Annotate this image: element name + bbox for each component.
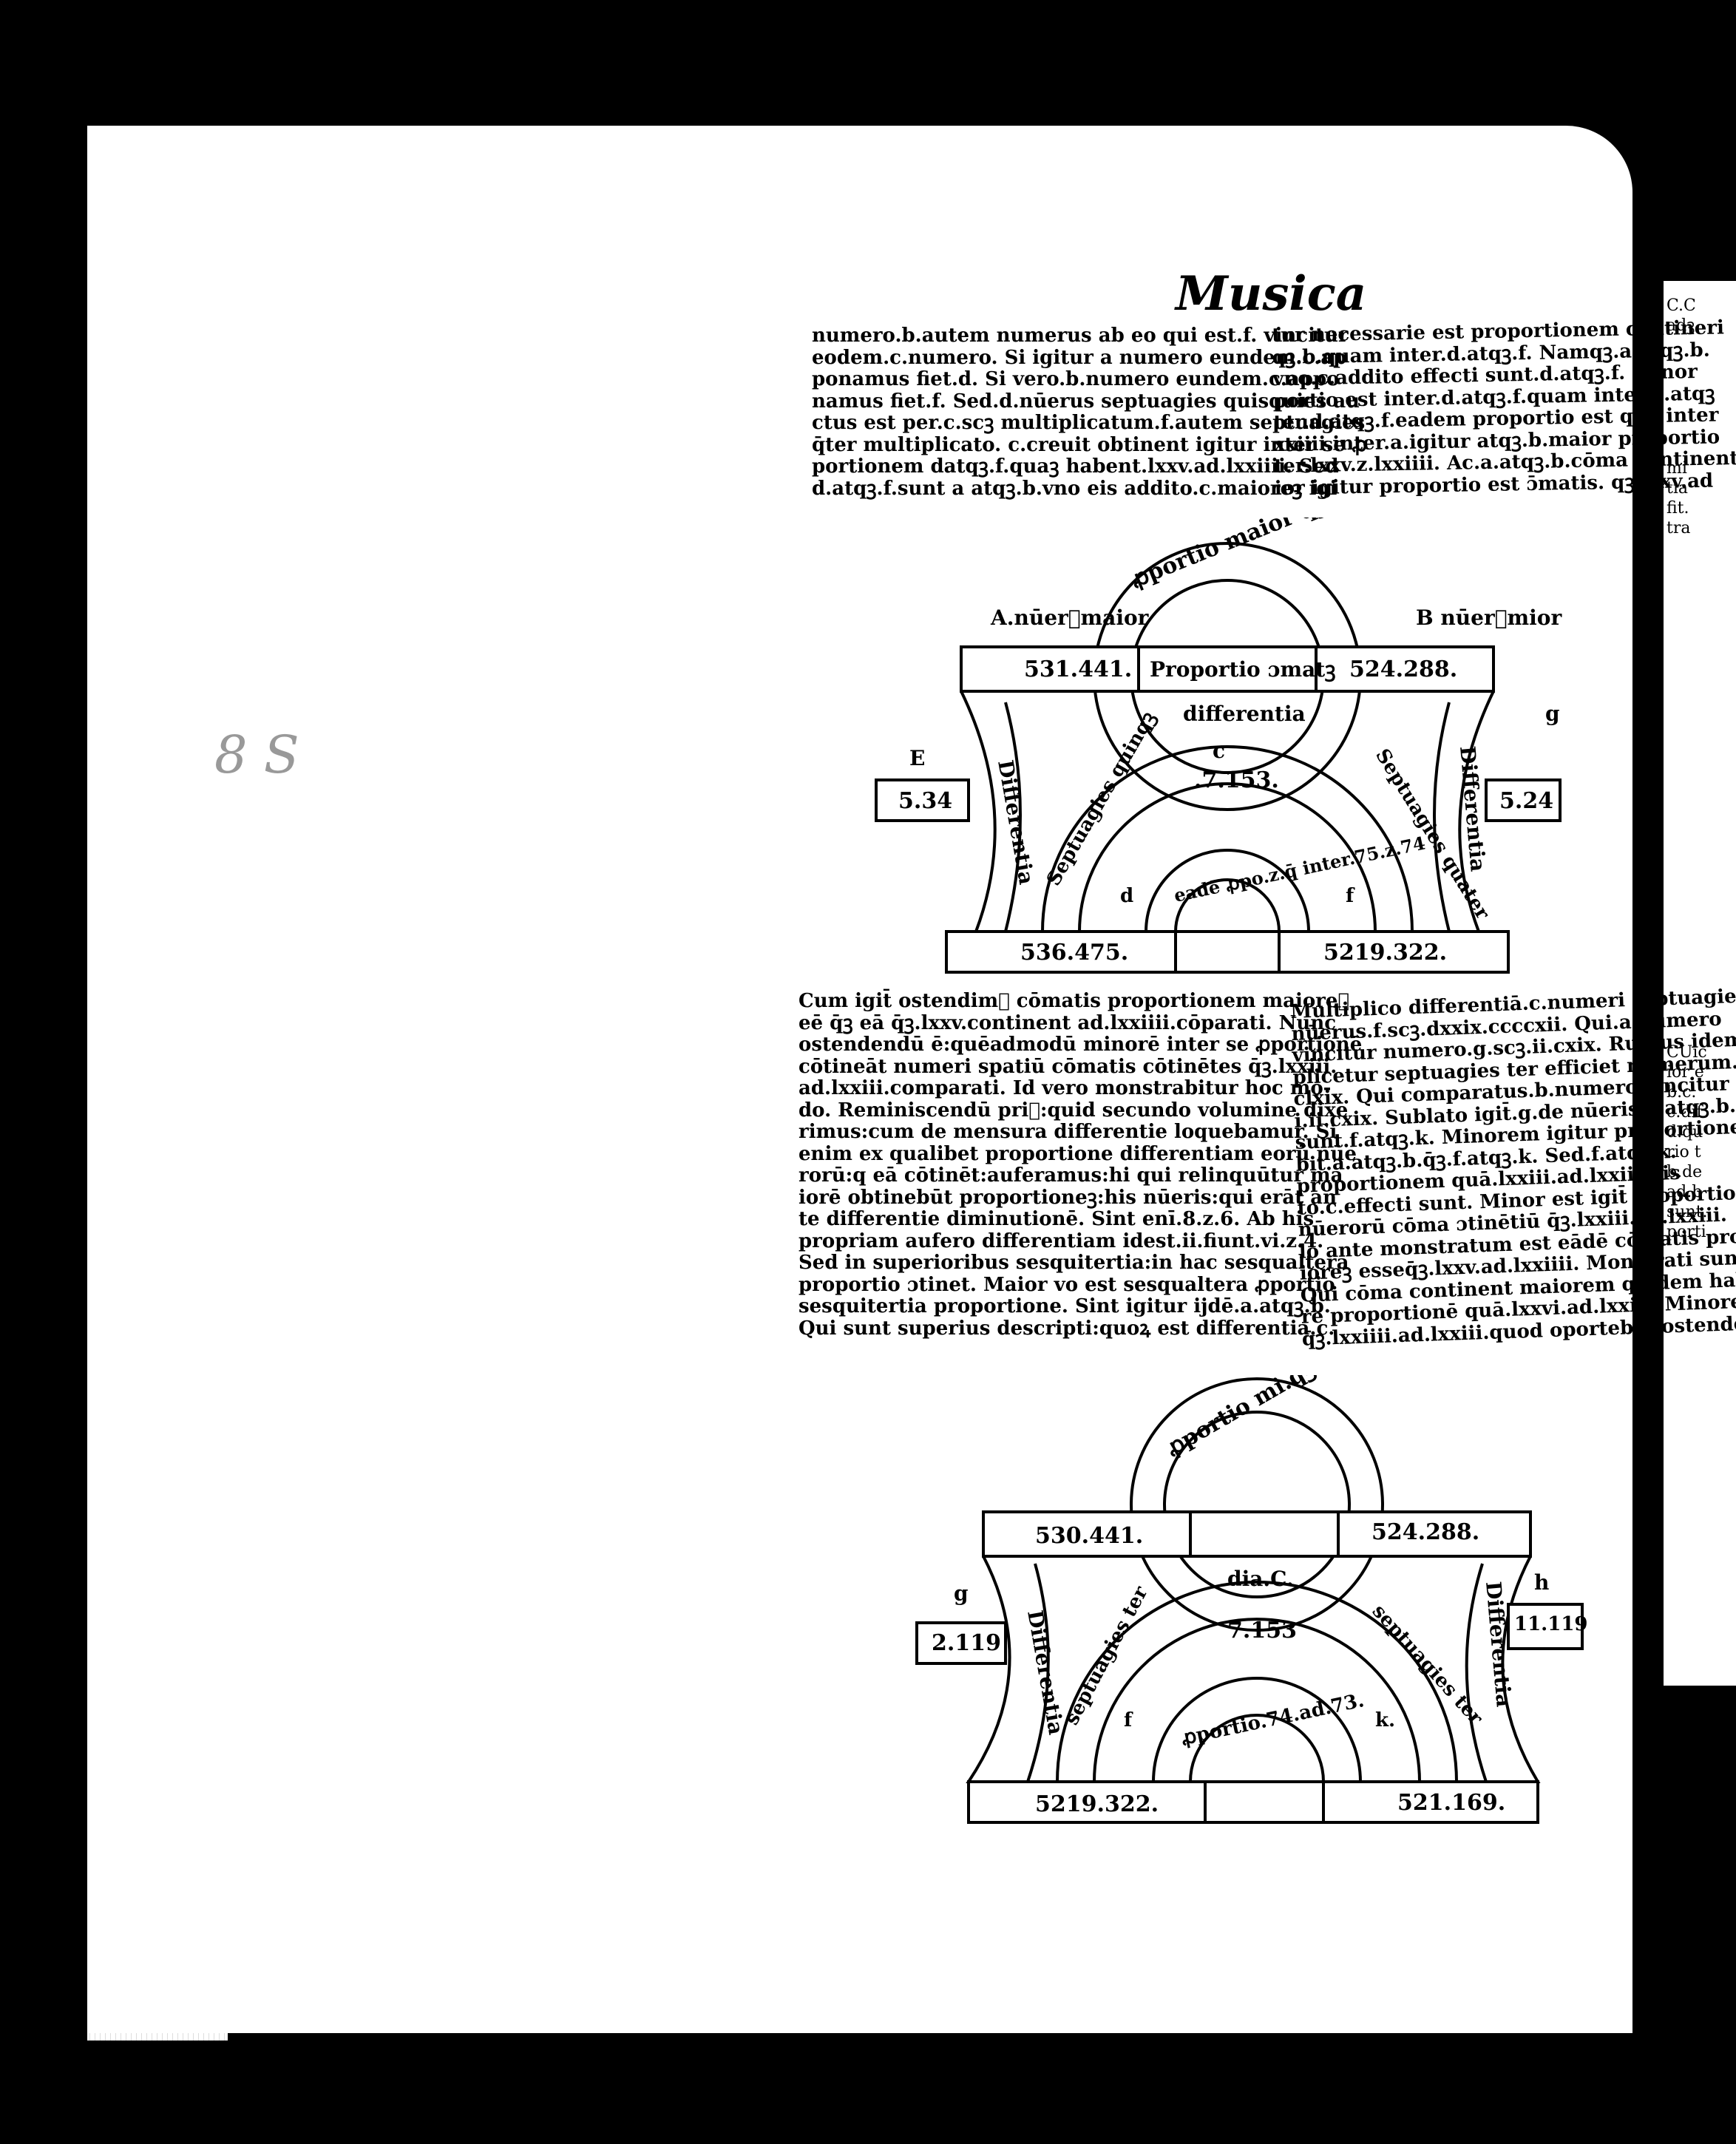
text-line: numero.b.autem numerus ab eo qui est.f. …: [812, 325, 1349, 347]
right-side-value: 11.119: [1514, 1613, 1588, 1635]
text-line: q̄ter multiplicato. c.creuit obtinent ig…: [812, 433, 1367, 456]
text-line: portionem datqꝫ.f.quaꝫ habent.lxxv.ad.lx…: [812, 455, 1339, 478]
text-line: Qui sunt superius descripti:quoꝝ est dif…: [799, 1317, 1335, 1340]
left-arc-label: Septuagies quinqꝫ: [1042, 708, 1160, 889]
right-side-label: Differentia: [1481, 1581, 1516, 1709]
text-line: do. Reminiscendū pri᷑:quid secundo volum…: [799, 1099, 1349, 1122]
fragment-line: adꝫ: [1667, 316, 1695, 335]
text-column-top-right: tur necessarie est proportionem continer…: [1272, 316, 1736, 500]
label-k: k.: [1375, 1709, 1395, 1731]
differentia-center: differentia: [1183, 702, 1306, 726]
label-c: c: [1213, 739, 1225, 763]
fragment-line: sunt.: [1667, 1203, 1708, 1221]
left-box-value: 531.441.: [1024, 657, 1132, 682]
comma-proportion-diagram: ꝓportio maior q̄ꝫ.75.ad.74 A.nūer᷑maior …: [875, 518, 1562, 974]
right-box-value: 524.288.: [1371, 1519, 1479, 1545]
label-g: g: [1545, 702, 1560, 726]
text-line: d.atqꝫ.f.sunt a atqꝫ.b.vno eis addito.c.…: [812, 477, 1337, 500]
fragment-line: c.dif: [1667, 1103, 1703, 1122]
fragment-line: ior e: [1667, 1063, 1704, 1082]
fragment-line: C.C: [1667, 296, 1696, 315]
text-line: cōtineāt numeri spatiū cōmatis cōtinētes…: [799, 1055, 1337, 1078]
right-side-value: 5.24: [1499, 788, 1553, 814]
left-side-value: 2.119: [932, 1630, 1001, 1656]
fragment-line: rio t: [1667, 1143, 1701, 1161]
handwritten-marks: 8 S: [214, 725, 299, 785]
text-line: eodem.c.numero. Si igitur a numero eunde…: [812, 346, 1347, 369]
left-arc-label: septuagies ter: [1061, 1583, 1153, 1729]
text-line: iorē obtinebūt proportioneꝫ:his nūeris:q…: [799, 1186, 1337, 1209]
text-line: ostendendū ē:quēadmodū minorē inter se ꝓ…: [799, 1034, 1363, 1056]
book-page: [87, 126, 1632, 2033]
right-box-value: 524.288.: [1349, 657, 1457, 682]
text-line: ctus est per.c.scꝫ multiplicatum.f.autem…: [812, 412, 1366, 434]
label-g: g: [954, 1581, 969, 1606]
label-e: E: [909, 746, 925, 770]
minor-proportion-diagram: ꝓportio mi.q̄ꝫ.74.ad.73. 530.441. 524.28…: [915, 1375, 1588, 1824]
text-column-top-left: numero.b.autem numerus ab eo qui est.f. …: [812, 325, 1367, 500]
text-line: te differentie diminutionē. Sint enī.8.z…: [799, 1208, 1315, 1230]
left-box-value: 530.441.: [1035, 1523, 1143, 1549]
text-line: ad.lxxiii.comparati. Id vero monstrabitu…: [799, 1077, 1332, 1099]
label-h: h: [1534, 1570, 1549, 1595]
text-line: proportio ɔtinet. Maior vo est sesqualte…: [799, 1273, 1335, 1296]
text-line: enim ex qualibet proportione differentia…: [799, 1142, 1357, 1165]
label-f: f: [1124, 1709, 1133, 1731]
text-line: eē q̄ꝫ eā q̄ꝫ.lxxv.continent ad.lxxiiii.…: [799, 1011, 1337, 1034]
fragment-line: mi: [1667, 459, 1687, 478]
center-box-label: Proportio ɔmatꝫ: [1150, 657, 1336, 682]
text-line: propriam aufero differentiam idest.ii.fi…: [799, 1229, 1324, 1252]
text-line: namus fiet.f. Sed.d.nūerus septuagies qu…: [812, 390, 1360, 413]
text-line: Cum igit̄ ostendim᷑ cōmatis proportionem…: [799, 990, 1350, 1012]
text-line: rimus:cum de mensura differentie loqueba…: [799, 1121, 1337, 1143]
left-side-label: Differentia: [993, 758, 1039, 886]
text-line: ponamus fiet.d. Si vero.b.numero eundem.…: [812, 368, 1340, 390]
center-label: dia.C.: [1227, 1567, 1294, 1591]
fragment-line: ad.b: [1667, 1183, 1703, 1201]
center-value: .7.153.: [1194, 767, 1279, 793]
bottom-right-value: 5219.322.: [1323, 940, 1447, 966]
center-value: 7.153: [1227, 1618, 1297, 1643]
fragment-line: b.de: [1667, 1163, 1703, 1181]
fragment-line: b.c.: [1667, 1083, 1697, 1102]
left-side-value: 5.34: [898, 788, 952, 814]
fragment-line: CUic: [1667, 1043, 1707, 1062]
text-column-bottom-left: Cum igit̄ ostendim᷑ cōmatis proportionem…: [799, 990, 1363, 1340]
fragment-line: porti: [1667, 1223, 1706, 1241]
facing-page-fragment: C.C adꝫ mi tia fit. tra CUic ior e b.c. …: [1664, 281, 1736, 1686]
fragment-line: fit.: [1667, 499, 1689, 518]
page-header: Musica: [1176, 266, 1367, 322]
bottom-left-value: 536.475.: [1020, 940, 1128, 966]
text-line: sesquitertia proportione. Sint igitur ij…: [799, 1295, 1331, 1317]
label-a: A.nūer᷑maior: [990, 605, 1150, 630]
text-line: rorū:q eā cōtinēt:auferamus:hi qui relin…: [799, 1164, 1343, 1187]
label-b: B nūer᷑mior: [1416, 605, 1562, 630]
fragment-line: tia: [1667, 479, 1688, 498]
bottom-right-value: 521.169.: [1397, 1790, 1505, 1816]
label-f: f: [1346, 885, 1355, 907]
text-column-bottom-right: Multiplico differentiā.c.numeri septuagi…: [1290, 984, 1736, 1351]
text-line: Sed in superioribus sesquitertia:in hac …: [799, 1252, 1349, 1274]
bottom-left-value: 5219.322.: [1035, 1791, 1159, 1817]
fragment-line: d.qu: [1667, 1123, 1703, 1141]
fragment-line: tra: [1667, 519, 1691, 537]
label-d: d: [1120, 885, 1133, 907]
